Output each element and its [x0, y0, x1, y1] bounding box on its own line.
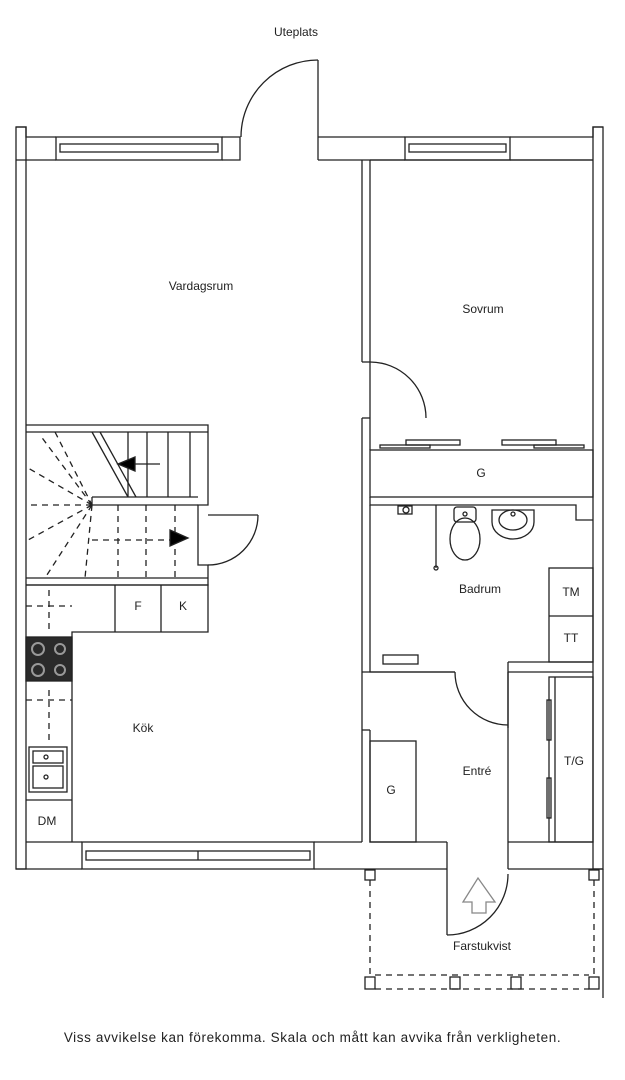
label-f: F: [134, 599, 141, 613]
porch: [364, 869, 604, 998]
label-tg: T/G: [564, 754, 584, 768]
label-uteplats: Uteplats: [274, 25, 318, 39]
label-badrum: Badrum: [459, 582, 501, 596]
label-dm: DM: [38, 814, 57, 828]
windows: [55, 136, 511, 870]
label-sovrum: Sovrum: [462, 302, 503, 316]
bedroom-wardrobe: [369, 439, 594, 498]
outer-walls: [15, 126, 604, 870]
label-tt: TT: [564, 631, 579, 645]
kitchen: [25, 584, 209, 842]
central-walls: [361, 159, 593, 842]
room-labels: Uteplats Vardagsrum Sovrum G Badrum TM T…: [38, 25, 584, 953]
label-g-entre: G: [386, 783, 395, 797]
stairs: [26, 424, 259, 586]
disclaimer-text: Viss avvikelse kan förekomma. Skala och …: [63, 1030, 562, 1045]
bathroom: [362, 497, 594, 728]
patio-door: [240, 59, 319, 138]
label-tm: TM: [562, 585, 579, 599]
label-entre: Entré: [463, 764, 492, 778]
label-g-bedroom: G: [476, 466, 485, 480]
label-vardagsrum: Vardagsrum: [169, 279, 233, 293]
entry: [362, 672, 594, 936]
label-farstukvist: Farstukvist: [453, 939, 512, 953]
label-kok: Kök: [133, 721, 155, 735]
label-k: K: [179, 599, 187, 613]
